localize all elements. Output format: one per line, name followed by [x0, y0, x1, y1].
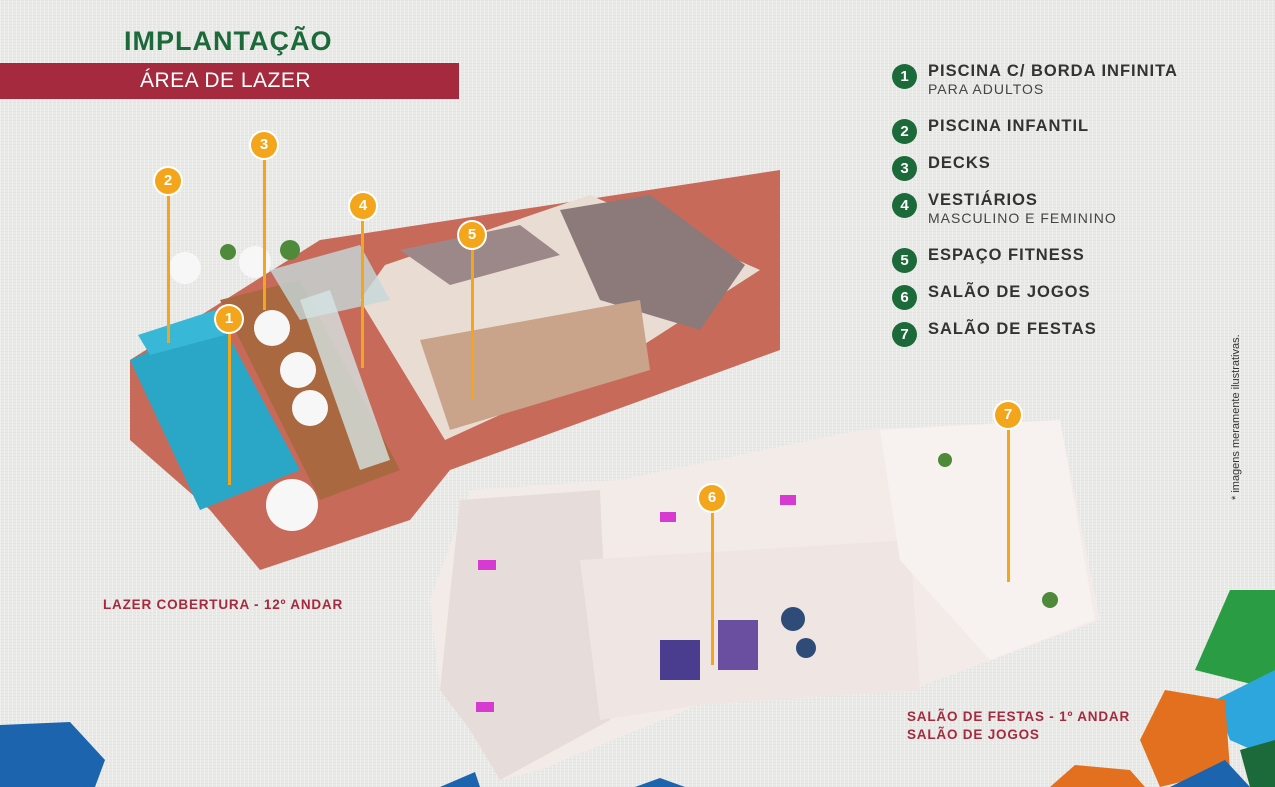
- map-pin-7: 7: [995, 402, 1021, 428]
- pin-line-3: [263, 158, 266, 310]
- pin-line-6: [711, 510, 714, 665]
- map-pin-6: 6: [699, 485, 725, 511]
- legend-number-6: 6: [892, 285, 917, 310]
- page-subtitle: ÁREA DE LAZER: [140, 69, 312, 92]
- legend-number-1: 1: [892, 64, 917, 89]
- legend-label-7: SALÃO DE FESTAS: [928, 320, 1097, 338]
- legend-number-2: 2: [892, 119, 917, 144]
- decorative-shapes: [0, 590, 1275, 787]
- legend-label-4: VESTIÁRIOS: [928, 191, 1038, 209]
- map-pin-5: 5: [459, 222, 485, 248]
- ground-floor-plan: [430, 420, 1100, 780]
- map-pin-4: 4: [350, 193, 376, 219]
- pin-line-5: [471, 248, 474, 400]
- legend-sublabel-1: PARA ADULTOS: [928, 81, 1045, 97]
- legend-number-7: 7: [892, 322, 917, 347]
- subtitle-band: ÁREA DE LAZER: [0, 63, 459, 99]
- disclaimer-text: * imagens meramente ilustrativas.: [1230, 334, 1242, 500]
- caption-rooftop: LAZER COBERTURA - 12º ANDAR: [103, 597, 344, 612]
- caption-ground-line1: SALÃO DE FESTAS - 1º ANDAR: [907, 709, 1130, 724]
- legend-number-3: 3: [892, 156, 917, 181]
- pin-line-1: [228, 330, 231, 485]
- map-pin-1: 1: [216, 306, 242, 332]
- legend-label-2: PISCINA INFANTIL: [928, 117, 1090, 135]
- legend-number-5: 5: [892, 248, 917, 273]
- page-title: IMPLANTAÇÃO: [124, 26, 333, 56]
- legend-number-4: 4: [892, 193, 917, 218]
- pin-line-4: [361, 218, 364, 368]
- legend-label-5: ESPAÇO FITNESS: [928, 246, 1085, 264]
- rooftop-plan: [130, 170, 780, 570]
- legend-label-3: DECKS: [928, 154, 991, 172]
- legend-sublabel-4: MASCULINO E FEMININO: [928, 210, 1117, 226]
- pin-line-7: [1007, 427, 1010, 582]
- pin-line-2: [167, 193, 170, 343]
- caption-ground-line2: SALÃO DE JOGOS: [907, 727, 1040, 742]
- legend-label-6: SALÃO DE JOGOS: [928, 283, 1091, 301]
- legend-label-1: PISCINA C/ BORDA INFINITA: [928, 62, 1178, 80]
- map-pin-3: 3: [251, 132, 277, 158]
- map-pin-2: 2: [155, 168, 181, 194]
